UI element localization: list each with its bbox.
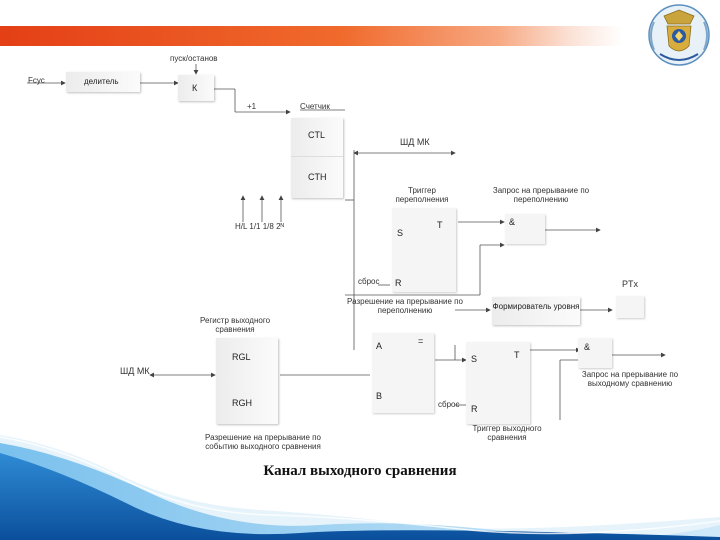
counter-block: CTL CTH — [291, 118, 343, 198]
compare-irq-enable-label: Разрешение на прерывание по событию выхо… — [205, 433, 321, 451]
t2-label: T — [514, 350, 520, 360]
and1-label: & — [509, 217, 516, 227]
compare-trigger-caption: Триггер выходного сравнения — [472, 424, 542, 442]
header-accent-bar — [0, 26, 622, 46]
compare-irq-request-label: Запрос на прерывание по выходному сравне… — [581, 370, 679, 388]
k-label: К — [192, 83, 198, 93]
divider-label: делитель — [84, 77, 119, 86]
cth-label: CTH — [308, 172, 327, 182]
compare-register-block: RGL RGH — [216, 338, 278, 424]
slide-title: Канал выходного сравнения — [263, 463, 457, 479]
ptx-label: PTx — [622, 279, 639, 289]
and2-label: & — [584, 342, 591, 352]
k-block: К — [178, 75, 214, 101]
overflow-trigger-caption: Триггер переполнения — [395, 186, 449, 204]
compare-trigger-block: S T R — [466, 342, 530, 424]
fsys-label: Fсус — [28, 76, 45, 85]
plus-one-label: +1 — [247, 102, 257, 111]
divider-block: делитель — [66, 72, 140, 92]
r2-label: R — [471, 404, 478, 414]
hl-controls-label: H/L 1/1 1/8 2ᴺ — [235, 222, 284, 231]
university-emblem — [648, 4, 710, 66]
reset2-label: сброс — [438, 400, 460, 409]
rgl-label: RGL — [232, 352, 251, 362]
overflow-irq-request-label: Запрос на прерывание по переполнению — [492, 186, 590, 204]
level-former-block: Формирователь уровня — [492, 297, 580, 325]
s1-label: S — [397, 228, 404, 238]
overflow-irq-enable-label: Разрешение на прерывание по переполнению — [347, 297, 463, 315]
and-gate-overflow: & — [505, 214, 545, 244]
b-label: B — [376, 391, 383, 401]
rgh-label: RGH — [232, 398, 252, 408]
reset1-label: сброс — [358, 277, 380, 286]
s2-label: S — [471, 354, 478, 364]
a-label: A — [376, 341, 383, 351]
start-stop-label: пуск/останов — [170, 54, 218, 63]
data-bus-top-label: ШД МК — [400, 137, 430, 147]
eq-label: = — [418, 336, 424, 346]
counter-label: Счетчик — [300, 102, 330, 111]
level-former-label: Формирователь уровня — [492, 302, 580, 311]
ptx-pin-block — [616, 296, 644, 318]
ctl-label: CTL — [308, 130, 326, 140]
compare-register-caption: Регистр выходного сравнения — [199, 316, 271, 334]
counter-divider — [291, 156, 343, 157]
and-gate-compare: & — [578, 338, 612, 368]
data-bus-left-label: ШД МК — [120, 366, 150, 376]
r1-label: R — [395, 278, 402, 288]
comparator-block: A = B — [372, 333, 434, 413]
t1-label: T — [437, 220, 443, 230]
footer-wave-decoration — [0, 435, 720, 540]
overflow-trigger-block: S T R — [392, 208, 456, 292]
